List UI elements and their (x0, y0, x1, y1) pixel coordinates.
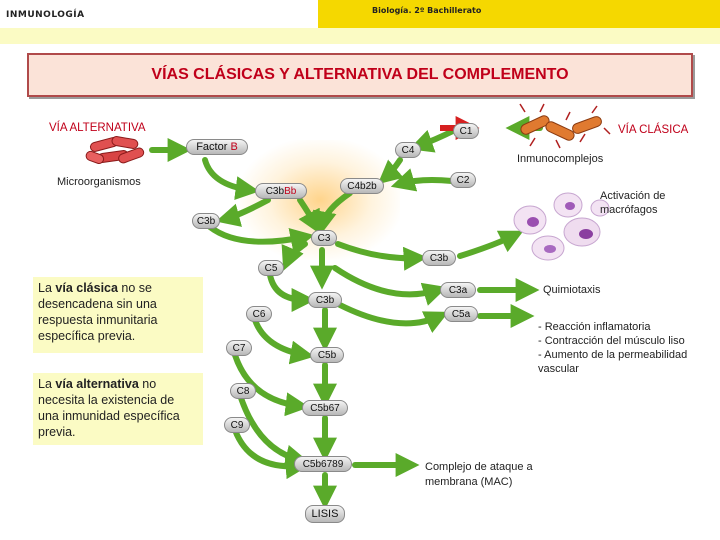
microorganisms-illustration (85, 136, 145, 165)
arrow-factorb-c3bbb (202, 157, 260, 201)
arrow-c3b-loop (207, 224, 315, 252)
arrow-c5-c3b (267, 272, 316, 312)
title-box: VÍAS CLÁSICAS Y ALTERNATIVA DEL COMPLEME… (27, 53, 693, 97)
pill-lisis: LISIS (305, 505, 345, 523)
factor-b-prefix: Factor (196, 141, 231, 153)
macrophages-illustration (513, 192, 610, 261)
c3bbb-suffix: Bb (284, 185, 297, 197)
arrow-c3b-c3a (332, 265, 448, 306)
arrow-c9-c5b6789 (232, 427, 310, 480)
effect-item: - Reacción inflamatoria (538, 321, 651, 333)
c3bbb-prefix: C3b (265, 185, 285, 197)
note-via-clasica: La vía clásica no se desencadena sin una… (33, 277, 203, 353)
pill-c6: C6 (246, 306, 272, 322)
label-mac: Complejo de ataque a membrana (MAC) (425, 461, 533, 488)
pill-c5b: C5b (310, 347, 344, 363)
label-microorganismos: Microorganismos (57, 176, 141, 188)
pill-c7: C7 (226, 340, 252, 356)
pill-c9: C9 (224, 417, 250, 433)
arrow-c2-c4b2b (390, 168, 455, 192)
pill-c3a: C3a (440, 282, 476, 298)
arrow-c4-c4b2b (377, 157, 404, 185)
label-via-alternativa: VÍA ALTERNATIVA (49, 122, 146, 134)
effects-list: - Reacción inflamatoria - Contracción de… (538, 320, 710, 376)
pill-c3: C3 (311, 230, 337, 246)
pill-c5b6789: C5b6789 (294, 456, 352, 472)
arrow-c3bbb-c3b (215, 197, 271, 227)
header-right (318, 0, 720, 28)
arrow-c3b-c5a (337, 302, 449, 334)
arrow-c3-c5 (281, 241, 308, 271)
header-left (0, 0, 318, 28)
subject-right: Biología. 2º Bachillerato (372, 6, 482, 15)
effect-item: - Aumento de la permeabilidad vascular (538, 349, 688, 375)
arrow-c6-c5b (252, 317, 315, 365)
pill-c2: C2 (450, 172, 476, 188)
pill-c5b67: C5b67 (302, 400, 348, 416)
header-band (0, 28, 720, 44)
note-clasica-bold: vía clásica (55, 281, 118, 295)
arrow-c3-c3b-right (335, 241, 428, 271)
arrow-c3b-macrofagos (457, 230, 524, 259)
label-quimiotaxis: Quimiotaxis (543, 284, 601, 296)
label-activacion-macrofagos: Activación de macrófagos (600, 190, 666, 216)
pill-c3b-mid: C3b (308, 292, 342, 308)
note-alternativa-pre: La (38, 377, 56, 391)
arrow-c7-c5b67 (232, 352, 310, 417)
label-via-clasica: VÍA CLÁSICA (618, 124, 689, 136)
subject-left: INMUNOLOGÍA (6, 10, 85, 20)
note-alternativa-post: no necesita la existencia de una inmunid… (38, 377, 184, 439)
arrow-c4b2b-c3 (312, 190, 353, 236)
pill-c8: C8 (230, 383, 256, 399)
immunocomplexes-illustration (519, 103, 611, 149)
pill-c5: C5 (258, 260, 284, 276)
note-clasica-pre: La (38, 281, 56, 295)
pill-c5a: C5a (444, 306, 478, 322)
label-inmunocomplejos: Inmunocomplejos (517, 153, 604, 165)
note-clasica-post: no se desencadena sin una respuesta inmu… (38, 281, 161, 343)
pill-c1: C1 (453, 123, 479, 139)
pill-c4: C4 (395, 142, 421, 158)
page-title: VÍAS CLÁSICAS Y ALTERNATIVA DEL COMPLEME… (151, 66, 569, 83)
arrow-c3bbb-c3 (297, 197, 321, 235)
pill-c3b-left: C3b (192, 213, 220, 229)
arrow-c1-c4 (408, 127, 458, 153)
note-alternativa-bold: vía alternativa (55, 377, 139, 391)
pill-c3b-right: C3b (422, 250, 456, 266)
pill-factor-b: Factor B (186, 139, 248, 155)
effect-item: - Contracción del músculo liso (538, 335, 685, 347)
factor-b-letter: B (230, 141, 238, 153)
pill-c4b2b: C4b2b (340, 178, 384, 194)
note-via-alternativa: La vía alternativa no necesita la existe… (33, 373, 203, 445)
